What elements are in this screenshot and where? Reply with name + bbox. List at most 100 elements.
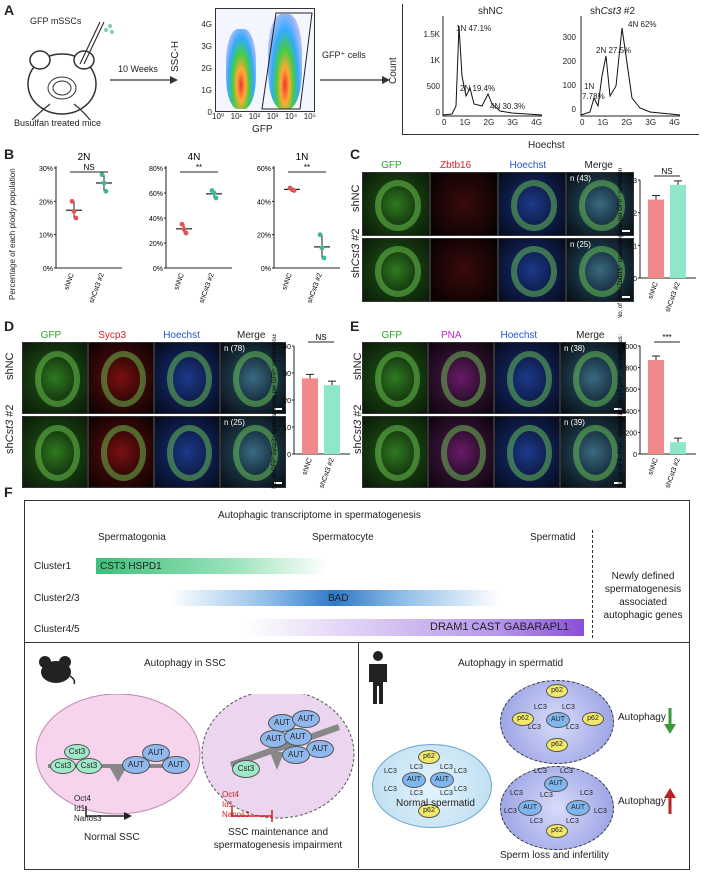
bar-shNC: [648, 360, 664, 454]
bar-ytick: 0: [633, 276, 637, 283]
panelb-ytick: 30%: [39, 166, 53, 173]
bar-sig: NS: [315, 334, 326, 342]
panelb-ytick: 60%: [257, 166, 271, 173]
tubule-ring: [100, 425, 146, 481]
hist2-4n: 4N 62%: [628, 20, 657, 29]
panel-c-label: C: [350, 146, 361, 162]
panelb-point: [317, 232, 323, 238]
arrow-10weeks-label: 10 Weeks: [118, 64, 158, 74]
micrograph-panelE-mic-r0c1: [428, 342, 494, 414]
p62-oval: p62: [546, 684, 568, 698]
bar-ytick: 3: [633, 178, 637, 185]
micrograph-panelC-mic-r1c2: [498, 238, 566, 302]
cluster2-genes: BAD: [328, 593, 349, 604]
arrow-up-icon: [664, 788, 676, 814]
p62-oval: p62: [418, 750, 440, 764]
lc3-label: LC3: [540, 792, 553, 799]
arrow-10weeks: [110, 76, 178, 84]
panelf-frame: [24, 500, 690, 870]
bar-ytick: 0: [633, 452, 637, 459]
cluster-separator: [592, 530, 593, 638]
hist2-1n: 1N: [584, 82, 595, 91]
tubule-ring: [578, 180, 626, 231]
panelb-sig: **: [196, 163, 202, 172]
paneld-row-shnc: shNC: [4, 352, 16, 380]
busulfan-label: Busulfan treated mice: [14, 118, 102, 128]
bar-shCst3 #2: [670, 442, 686, 454]
micrograph-panelD-mic-r1c1: [88, 416, 154, 488]
panelb-point: [73, 215, 79, 221]
panelc-row-shnc: shNC: [350, 184, 362, 212]
aut-oval: AUT: [306, 740, 334, 758]
lc3-label: LC3: [384, 786, 397, 793]
ssc-impair-label: SSC maintenance and spermatogenesis impa…: [213, 827, 343, 851]
panelb-point: [211, 190, 217, 196]
arrow-down-icon: [664, 708, 676, 734]
cluster1-bar: [96, 558, 328, 574]
lc3-label: LC3: [440, 764, 453, 771]
hist2-plot: [580, 16, 680, 117]
panelb-point: [181, 226, 187, 232]
panelb-point: [69, 198, 75, 204]
lc3-label: LC3: [530, 818, 543, 825]
stage-spermatogonia: Spermatogonia: [98, 532, 166, 543]
lc3-label: LC3: [410, 764, 423, 771]
stage-spermatocyte: Spermatocyte: [312, 532, 374, 543]
tubule-ring: [506, 425, 552, 481]
lc3-label: LC3: [566, 818, 579, 825]
bar-shCst3 #2: [670, 184, 686, 278]
bar-ytick: 200: [625, 430, 637, 437]
scale-bar: [614, 408, 622, 410]
tubule-ring: [232, 351, 278, 407]
bar-xtick: shNC: [301, 457, 314, 476]
panelf-title: Autophagic transcriptome in spermatogene…: [218, 510, 421, 521]
panelf-divider-h: [24, 642, 690, 643]
bar-ytick: 800: [625, 366, 637, 373]
panel-f-label: F: [4, 484, 13, 500]
aut-oval: AUT: [284, 728, 312, 746]
panelb-point: [319, 245, 325, 251]
aut-oval: AUT: [260, 730, 288, 748]
histogram-frame: [402, 4, 699, 135]
bar-ytick: 0: [287, 452, 291, 459]
micrograph-panelD-mic-r0c3: n (78): [220, 342, 286, 414]
aut-oval: AUT: [544, 776, 568, 792]
scale-bar: [274, 408, 282, 410]
tubule-ring: [232, 425, 278, 481]
cluster2-label: Cluster2/3: [34, 593, 80, 604]
p62-oval: p62: [582, 712, 604, 726]
panelb-ytick: 40%: [149, 216, 163, 223]
panelb-xtick: shCst3 #2: [199, 272, 216, 304]
cst3-oval: Cst3: [76, 758, 102, 774]
ssc-title: Autophagy in SSC: [144, 658, 226, 669]
micrograph-panelC-mic-r0c3: n (43): [566, 172, 634, 236]
aut-oval: AUT: [142, 744, 170, 762]
micrograph-panelD-mic-r1c3: n (25): [220, 416, 286, 488]
lc3-label: LC3: [534, 704, 547, 711]
bar-ytick: 400: [625, 409, 637, 416]
scale-bar: [622, 296, 630, 298]
panelb-ytick: 40%: [257, 199, 271, 206]
scale-bar: [614, 482, 622, 484]
stage-spermatid: Spermatid: [530, 532, 576, 543]
panelb-ytick: 60%: [149, 191, 163, 198]
panelb-xtick: shNC: [63, 272, 76, 291]
autophagy-up-label: Autophagy: [618, 796, 666, 807]
tubule-ring: [572, 425, 618, 481]
aut-oval: AUT: [402, 772, 426, 788]
scale-bar: [622, 230, 630, 232]
normal-ssc-label: Normal SSC: [84, 832, 140, 843]
tubule-ring: [506, 351, 552, 407]
micrograph-panelD-mic-r0c2: [154, 342, 220, 414]
panelb-xtick: shNC: [281, 272, 294, 291]
paneld-row-shcst3: shCst3 #2: [4, 404, 16, 454]
hist1-1n: 1N 47.1%: [456, 24, 492, 33]
micrograph-panelC-mic-r0c2: [498, 172, 566, 236]
lc3-label: LC3: [504, 808, 517, 815]
